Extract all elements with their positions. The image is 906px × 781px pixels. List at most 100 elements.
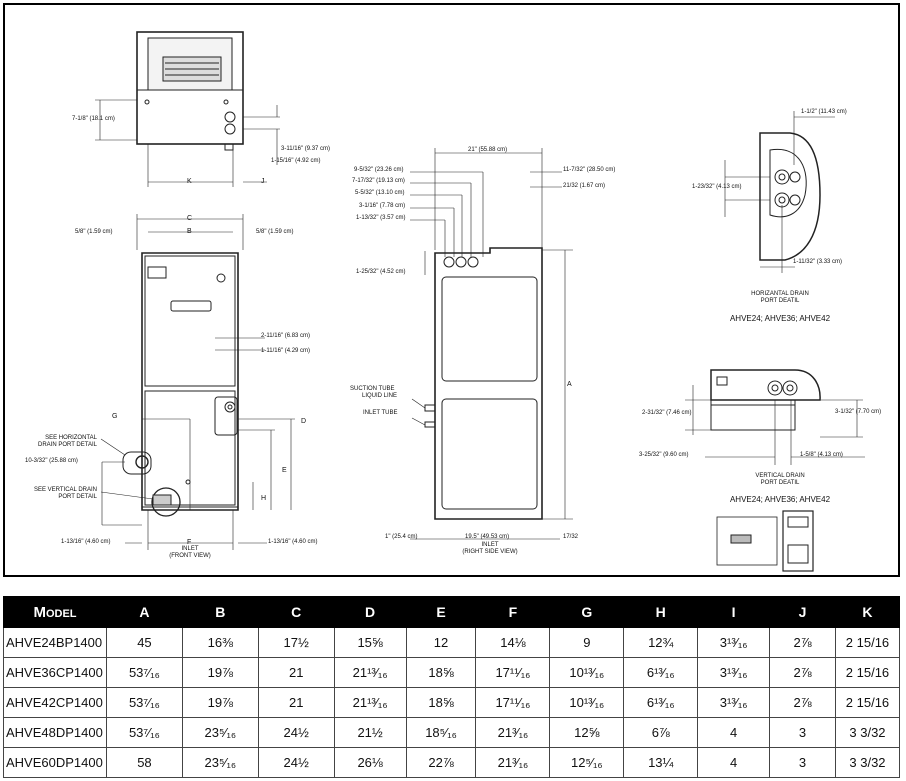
dim-top-port2: 1-15/16" (4.92 cm)	[271, 158, 321, 164]
cell-h: 6¹³⁄₁₆	[623, 657, 699, 688]
table-row: AHVE60DP1400 58 23⁵⁄₁₆ 24½ 26⅛ 22⅞ 21³⁄₁…	[3, 747, 901, 778]
dim-side-9: 1" (25.4 cm)	[385, 534, 418, 540]
dim-side-width: 21" (55.88 cm)	[468, 147, 508, 153]
cell-i: 4	[697, 717, 771, 748]
caption-vert-2: PORT DEATIL	[760, 480, 800, 486]
models-horiz: AHVE24; AHVE36; AHVE42	[729, 314, 831, 323]
dim-a: A	[567, 381, 572, 388]
cell-model: AHVE36CP1400	[3, 657, 107, 688]
cell-h: 6⅞	[623, 717, 699, 748]
dim-vert-3: 3-25/32" (9.60 cm)	[639, 452, 689, 458]
cell-model: AHVE60DP1400	[3, 747, 107, 778]
side-view	[410, 148, 573, 540]
cell-d: 21½	[333, 717, 407, 748]
cell-d: 21¹³⁄₁₆	[333, 687, 407, 718]
dim-side-3: 5-5/32" (13.10 cm)	[355, 190, 405, 196]
caption-side-1: INLET	[481, 542, 499, 548]
dim-side-8: 21/32 (1.67 cm)	[563, 183, 606, 189]
table-header-row: Model A B C D E F G H I J K	[3, 596, 901, 628]
cell-g: 10¹³⁄₁₆	[549, 687, 625, 718]
cell-b: 23⁵⁄₁₆	[181, 747, 259, 778]
callout-suction-tube: SUCTION TUBE	[350, 386, 395, 392]
dim-side-7: 11-7/32" (28.50 cm)	[563, 167, 616, 173]
dim-k: K	[187, 178, 192, 185]
col-header-model: Model	[3, 596, 107, 628]
dim-vert-4: 1-5/8" (4.13 cm)	[800, 452, 843, 458]
dim-e: E	[282, 467, 287, 474]
cell-g: 9	[549, 627, 625, 658]
cell-model: AHVE42CP1400	[3, 687, 107, 718]
dim-front-bl: 1-13/16" (4.60 cm)	[61, 539, 111, 545]
dimension-drawing: 7-1/8" (18.1 cm) 3-11/16" (9.37 cm) 1-15…	[3, 3, 900, 577]
dim-d: D	[301, 418, 307, 425]
dim-front-drain: 10-3/32" (25.88 cm)	[25, 458, 78, 464]
caption-front-2: (FRONT VIEW)	[169, 553, 211, 559]
cell-g: 12⅝	[549, 717, 625, 748]
cell-a: 58	[105, 747, 183, 778]
cell-c: 24½	[257, 747, 335, 778]
dim-side-4: 3-1/16" (7.78 cm)	[359, 203, 406, 209]
dim-c: C	[187, 215, 193, 222]
cell-f: 17¹¹⁄₁₆	[475, 657, 551, 688]
caption-side-2: (RIGHT SIDE VIEW)	[462, 549, 518, 555]
dim-front-a: 2-11/16" (6.83 cm)	[261, 333, 311, 339]
dim-horiz-1: 1-1/2" (11.43 cm)	[801, 109, 847, 115]
dim-front-b: 1-11/16" (4.29 cm)	[261, 348, 311, 354]
cell-c: 17½	[257, 627, 335, 658]
col-header-i: I	[697, 596, 771, 628]
col-header-d: D	[333, 596, 407, 628]
table-row: AHVE36CP1400 53⁷⁄₁₆ 19⅞ 21 21¹³⁄₁₆ 18⅝ 1…	[3, 657, 901, 688]
callout-inlet-tube: INLET TUBE	[363, 410, 398, 416]
cell-h: 12¾	[623, 627, 699, 658]
dim-side-6: 1-25/32" (4.52 cm)	[356, 269, 406, 275]
col-header-k: K	[834, 596, 901, 628]
col-header-e: E	[405, 596, 477, 628]
dim-side-11: 17/32	[563, 534, 579, 540]
cell-d: 15⅝	[333, 627, 407, 658]
cell-b: 19⅞	[181, 687, 259, 718]
dim-vert-1: 2-31/32" (7.46 cm)	[642, 410, 692, 416]
dim-side-5: 1-13/32" (3.57 cm)	[356, 215, 406, 221]
cell-g: 12⁵⁄₁₆	[549, 747, 625, 778]
cell-a: 45	[105, 627, 183, 658]
cell-f: 14⅛	[475, 627, 551, 658]
cell-a: 53⁷⁄₁₆	[105, 717, 183, 748]
cell-i: 3¹³⁄₁₆	[697, 657, 771, 688]
cell-e: 22⅞	[405, 747, 477, 778]
callout-liquid-line: LIQUID LINE	[362, 393, 398, 399]
cell-e: 18⁵⁄₁₆	[405, 717, 477, 748]
models-vert: AHVE24; AHVE36; AHVE42	[729, 495, 831, 504]
cell-a: 53⁷⁄₁₆	[105, 657, 183, 688]
cell-i: 4	[697, 747, 771, 778]
col-header-b: B	[181, 596, 259, 628]
dim-horiz-2: 1-23/32" (4.13 cm)	[692, 184, 742, 190]
caption-vert-1: VERTICAL DRAIN	[755, 473, 805, 479]
caption-horiz-2: PORT DEATIL	[760, 298, 800, 304]
cell-i: 3¹³⁄₁₆	[697, 627, 771, 658]
cell-h: 6¹³⁄₁₆	[623, 687, 699, 718]
col-header-h: H	[623, 596, 699, 628]
dim-g: G	[112, 413, 118, 420]
col-header-g: G	[549, 596, 625, 628]
cell-d: 21¹³⁄₁₆	[333, 657, 407, 688]
front-view	[100, 214, 295, 550]
dim-front-left: 5/8" (1.59 cm)	[75, 229, 113, 235]
cell-f: 17¹¹⁄₁₆	[475, 687, 551, 718]
cell-k: 3 3/32	[834, 717, 901, 748]
table-row: AHVE24BP1400 45 16⅜ 17½ 15⅝ 12 14⅛ 9 12¾…	[3, 627, 901, 658]
table-row: AHVE48DP1400 53⁷⁄₁₆ 23⁵⁄₁₆ 24½ 21½ 18⁵⁄₁…	[3, 717, 901, 748]
cell-k: 2 15/16	[834, 687, 901, 718]
cell-j: 2⅞	[769, 657, 836, 688]
horizontal-drain-detail	[724, 111, 835, 273]
dim-horiz-3: 1-11/32" (3.33 cm)	[793, 259, 843, 265]
cell-c: 21	[257, 657, 335, 688]
dim-h: H	[261, 495, 267, 502]
cell-c: 24½	[257, 717, 335, 748]
cell-k: 2 15/16	[834, 657, 901, 688]
cell-e: 18⅝	[405, 657, 477, 688]
col-header-c: C	[257, 596, 335, 628]
dim-top-port: 3-11/16" (9.37 cm)	[281, 146, 331, 152]
caption-front-1: INLET	[181, 546, 199, 552]
cell-i: 3¹³⁄₁₆	[697, 687, 771, 718]
cell-a: 53⁷⁄₁₆	[105, 687, 183, 718]
